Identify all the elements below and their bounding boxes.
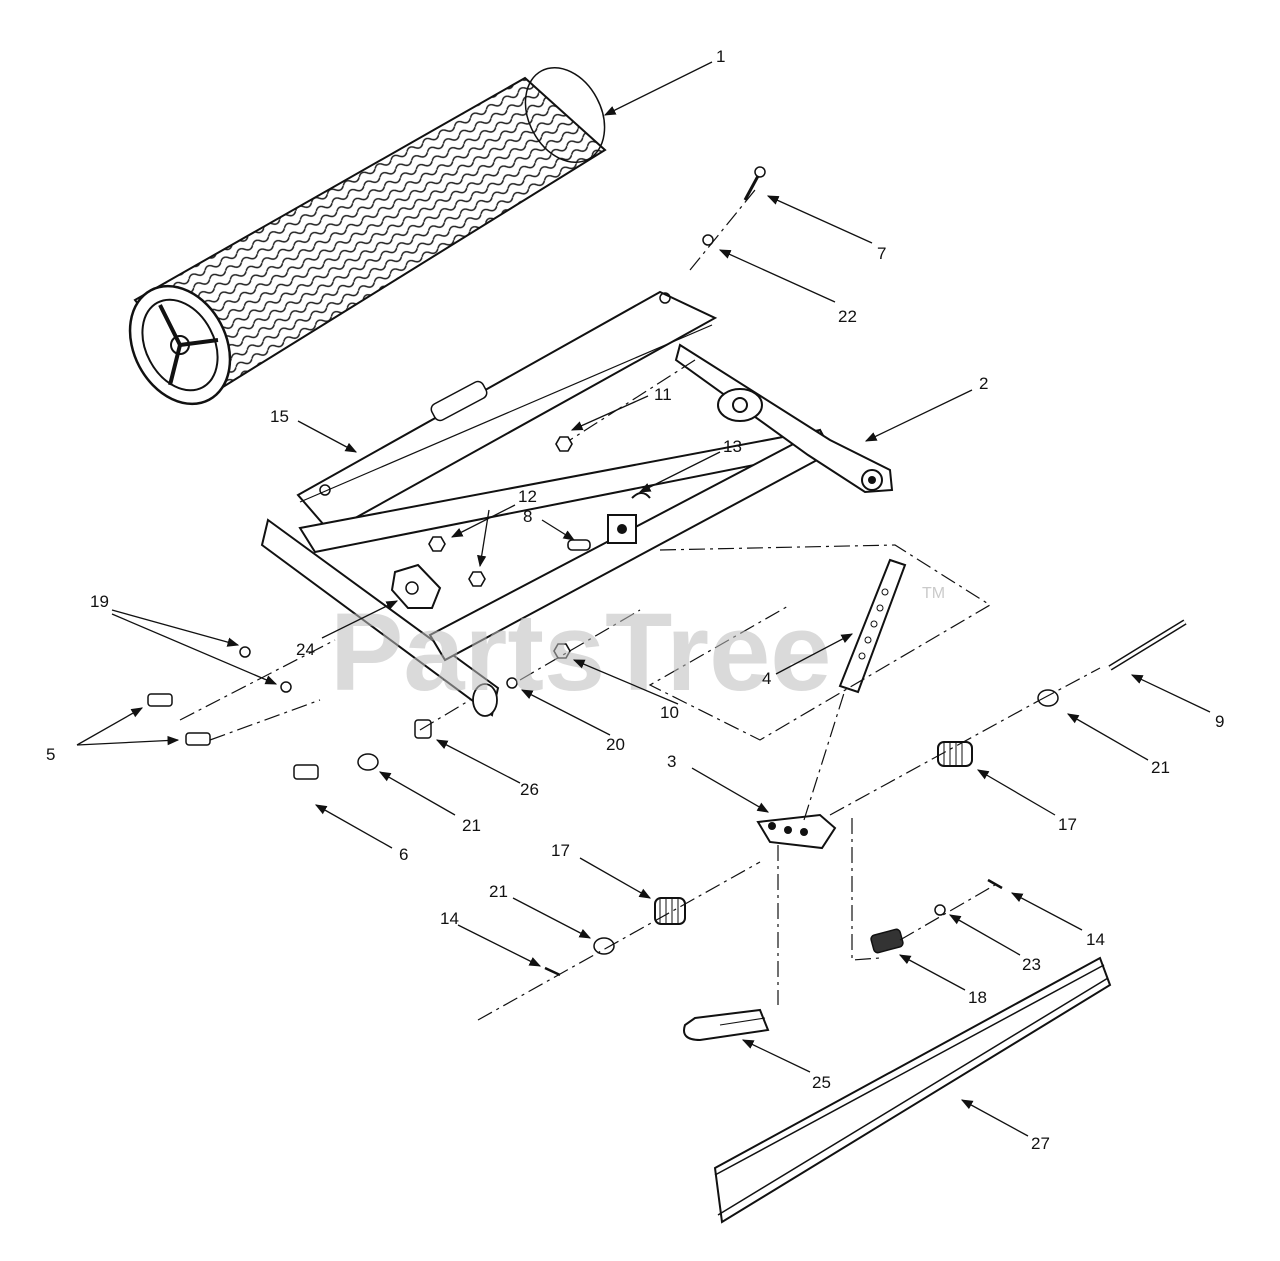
bolt-5-lower[interactable]: [185, 732, 211, 746]
washer-21-left[interactable]: [357, 753, 379, 771]
roller-frame[interactable]: [260, 343, 894, 717]
bearing-flange-right[interactable]: [717, 388, 763, 422]
callout-5: 5: [46, 745, 55, 764]
callout-21-lower: 21: [489, 882, 508, 901]
bolt-5-upper[interactable]: [147, 693, 173, 707]
bearing-flange-left[interactable]: [390, 563, 442, 609]
callout-1: 1: [716, 47, 725, 66]
hitch-bracket-3[interactable]: [756, 813, 837, 850]
spring-17-right[interactable]: [937, 741, 973, 767]
nut-12-lower[interactable]: [468, 571, 486, 587]
callout-11: 11: [654, 385, 672, 404]
washer-21-lower[interactable]: [593, 937, 615, 955]
callout-26: 26: [520, 780, 539, 799]
callout-2: 2: [979, 374, 988, 393]
callout-10: 10: [660, 703, 679, 722]
callout-21-left: 21: [462, 816, 481, 835]
cotter-pin-14-right[interactable]: [987, 878, 1003, 890]
roller-drum[interactable]: [110, 54, 620, 421]
callout-20: 20: [606, 735, 625, 754]
scraper-bar[interactable]: [296, 290, 718, 534]
callout-17-right: 17: [1058, 815, 1077, 834]
pin-7-shaft: [743, 175, 760, 201]
callout-27: 27: [1031, 1134, 1050, 1153]
nut-11[interactable]: [555, 436, 573, 452]
watermark-trademark: TM: [922, 585, 945, 602]
callout-21-right: 21: [1151, 758, 1170, 777]
nut-10[interactable]: [553, 643, 571, 659]
callout-22: 22: [838, 307, 857, 326]
callout-17-left: 17: [551, 841, 570, 860]
hitch-bracket[interactable]: [607, 514, 637, 544]
bolt-6[interactable]: [293, 764, 319, 780]
callout-12: 12: [518, 487, 537, 506]
callout-24: 24: [296, 640, 315, 659]
adjustment-plate[interactable]: [838, 558, 907, 694]
callout-18: 18: [968, 988, 987, 1007]
nut-12-upper[interactable]: [428, 536, 446, 552]
callout-15: 15: [270, 407, 289, 426]
washer-20[interactable]: [506, 677, 518, 689]
handle-25[interactable]: [683, 1008, 770, 1042]
callout-8: 8: [523, 507, 532, 526]
cotter-pin-14-left[interactable]: [544, 966, 561, 977]
callout-25: 25: [812, 1073, 831, 1092]
hairpin-clip[interactable]: [631, 492, 651, 499]
spring-17-left[interactable]: [654, 897, 686, 925]
callout-14-right: 14: [1086, 930, 1105, 949]
assembly-guide-lines: [179, 189, 1101, 1021]
callout-6: 6: [399, 845, 408, 864]
nut-22[interactable]: [702, 234, 714, 246]
clevis-pin[interactable]: [567, 539, 591, 551]
washer-23[interactable]: [934, 904, 946, 916]
spring-18[interactable]: [870, 928, 904, 954]
callout-19: 19: [90, 592, 109, 611]
washer-19-upper[interactable]: [239, 646, 251, 658]
washer-21-right[interactable]: [1037, 689, 1059, 707]
watermark-text: PartsTree: [330, 591, 831, 714]
axle-rod[interactable]: [1108, 619, 1187, 671]
callout-9: 9: [1215, 712, 1224, 731]
callout-3: 3: [667, 752, 676, 771]
callout-14-left: 14: [440, 909, 459, 928]
washer-19-lower[interactable]: [280, 681, 292, 693]
callout-arrows: [76, 61, 1211, 1137]
blade-27[interactable]: [713, 956, 1112, 1224]
callout-4: 4: [762, 669, 771, 688]
callout-23: 23: [1022, 955, 1041, 974]
spacer-26[interactable]: [414, 719, 432, 739]
pin-7[interactable]: [754, 166, 766, 178]
callout-13: 13: [723, 437, 742, 456]
callout-7: 7: [877, 244, 886, 263]
